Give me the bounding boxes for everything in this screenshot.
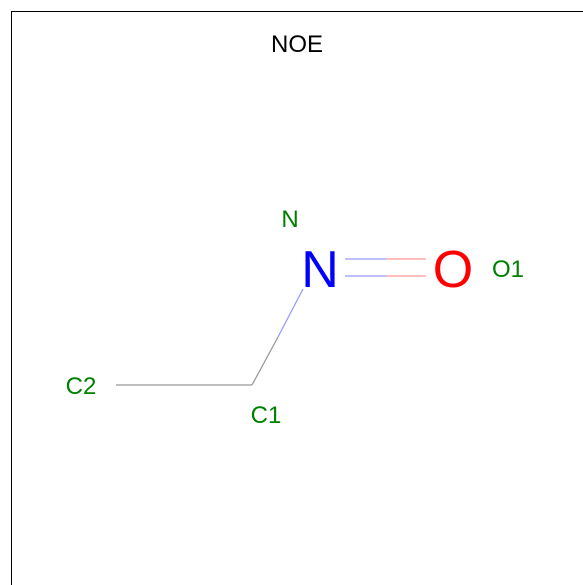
atom-symbol-o1: O <box>433 241 473 299</box>
atom-label-n: N <box>281 206 298 233</box>
bond-n-o1 <box>345 258 426 277</box>
atom-symbol-n: N <box>301 241 339 299</box>
diagram-frame <box>11 11 583 585</box>
diagram-title: NOE <box>271 31 323 58</box>
bond-n-c1-c-half <box>251 336 279 386</box>
bond-n-c1-n-half <box>277 288 304 338</box>
atom-label-o1: O1 <box>492 256 524 283</box>
bond-n-c1 <box>251 288 304 386</box>
atom-label-c1: C1 <box>251 402 282 429</box>
atom-label-c2: C2 <box>66 373 97 400</box>
